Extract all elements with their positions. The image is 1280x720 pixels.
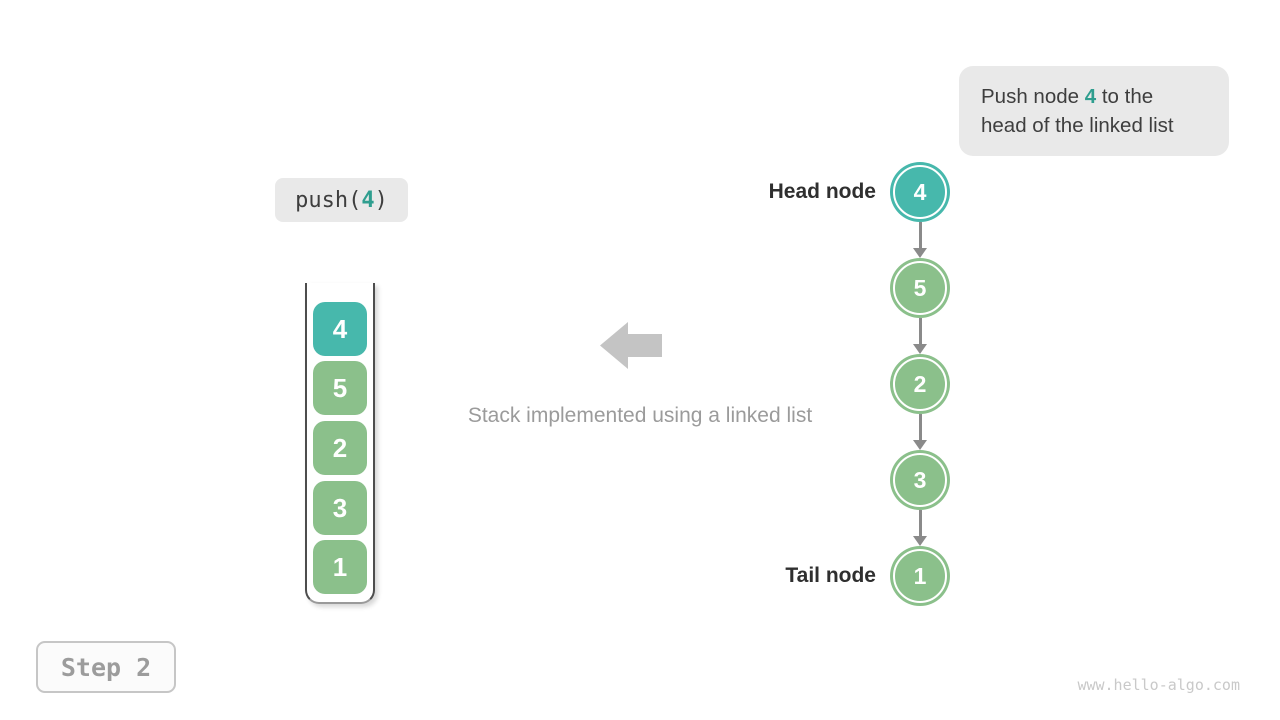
operation-prefix: push( bbox=[295, 187, 362, 213]
list-node: 4 bbox=[890, 162, 950, 222]
callout-text: Push node bbox=[981, 85, 1085, 108]
stack-cell: 5 bbox=[313, 361, 367, 415]
callout-text: to the bbox=[1096, 85, 1154, 108]
left-arrow-icon bbox=[600, 322, 662, 369]
arrow-line bbox=[918, 222, 922, 249]
stack-cell: 4 bbox=[313, 302, 367, 356]
arrow-head bbox=[913, 440, 927, 450]
stack-cell: 1 bbox=[313, 540, 367, 594]
stack-container: 4 5 2 3 1 bbox=[305, 283, 375, 604]
arrow-line bbox=[918, 318, 922, 345]
stack-cell: 2 bbox=[313, 421, 367, 475]
list-node: 3 bbox=[890, 450, 950, 510]
callout-highlight-value: 4 bbox=[1084, 85, 1097, 108]
callout-push-description: Push node 4 to the head of the linked li… bbox=[959, 66, 1229, 156]
step-badge: Step 2 bbox=[36, 641, 176, 693]
list-node: 1 bbox=[890, 546, 950, 606]
list-node-value: 1 bbox=[913, 562, 927, 589]
operation-code-chip: push(4) bbox=[275, 178, 408, 222]
arrow-head bbox=[913, 536, 927, 546]
operation-suffix: ) bbox=[374, 187, 388, 213]
operation-arg: 4 bbox=[361, 187, 375, 213]
list-node: 2 bbox=[890, 354, 950, 414]
list-node-value: 4 bbox=[913, 178, 927, 205]
watermark: www.hello-algo.com bbox=[1077, 676, 1240, 694]
callout-line-1: Push node 4 to the bbox=[981, 82, 1221, 111]
list-node-value: 2 bbox=[913, 370, 927, 397]
down-arrow-icon bbox=[913, 510, 927, 546]
arrow-head bbox=[913, 344, 927, 354]
arrow-line bbox=[918, 414, 922, 441]
stack-cell: 3 bbox=[313, 481, 367, 535]
callout-line-2: head of the linked list bbox=[981, 114, 1174, 137]
down-arrow-icon bbox=[913, 318, 927, 354]
arrow-line bbox=[918, 510, 922, 537]
head-node-label: Head node bbox=[768, 180, 876, 203]
list-node-value: 5 bbox=[913, 274, 927, 301]
list-node-value: 3 bbox=[913, 466, 927, 493]
list-node: 5 bbox=[890, 258, 950, 318]
down-arrow-icon bbox=[913, 222, 927, 258]
diagram-caption: Stack implemented using a linked list bbox=[467, 404, 813, 427]
down-arrow-icon bbox=[913, 414, 927, 450]
tail-node-label: Tail node bbox=[785, 564, 876, 587]
arrow-head bbox=[913, 248, 927, 258]
